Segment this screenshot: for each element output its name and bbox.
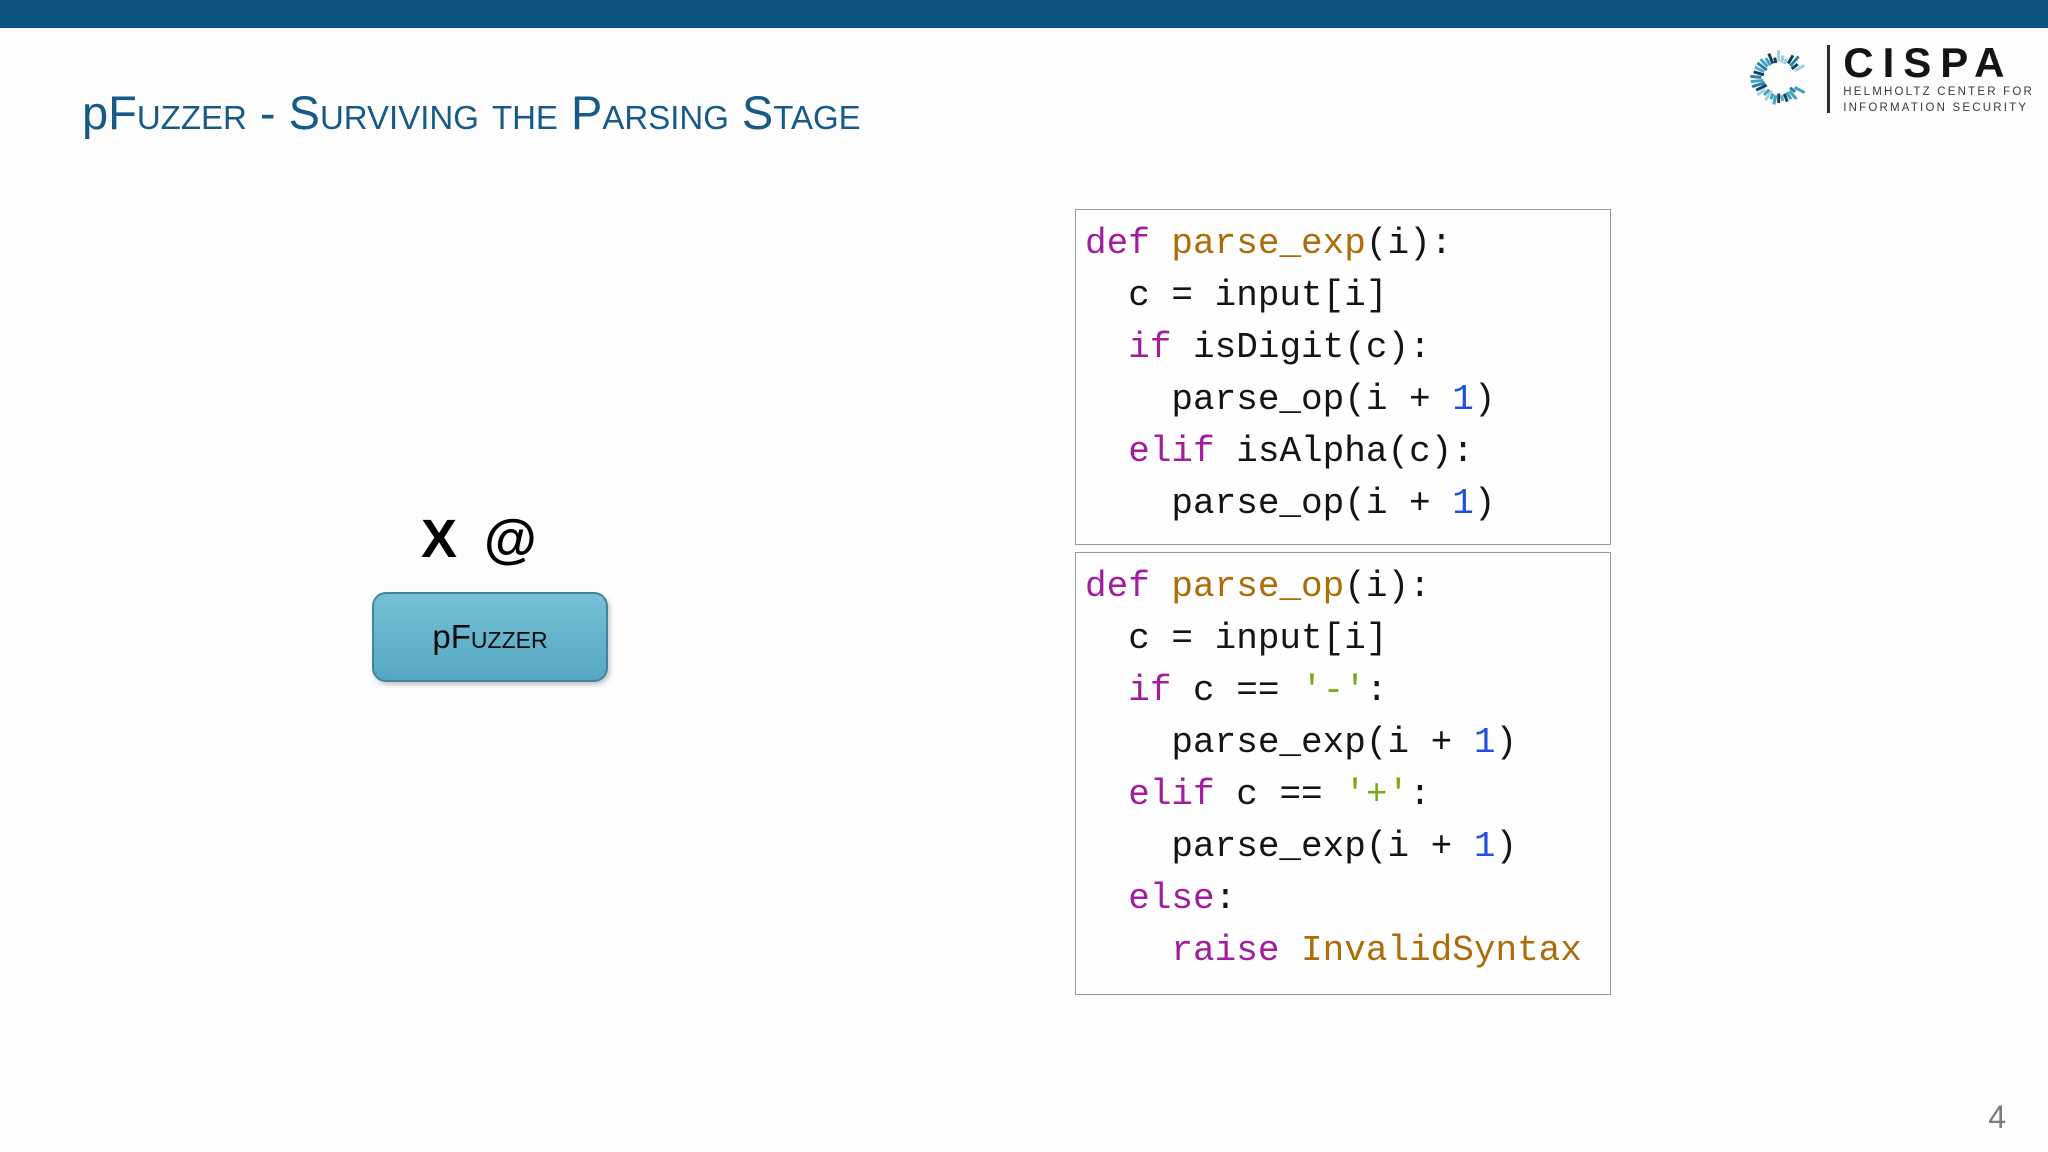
code-line: def parse_op(i): bbox=[1085, 566, 1431, 607]
code-line: raise InvalidSyntax bbox=[1171, 930, 1582, 971]
page-number: 4 bbox=[1988, 1099, 2006, 1135]
code-line: def parse_exp(i): bbox=[1085, 223, 1453, 264]
pfuzzer-box-label-prefix: p bbox=[432, 618, 451, 655]
fuzzer-input-text: X @ bbox=[421, 509, 543, 569]
page-title: pFuzzer - Surviving the Parsing Stage bbox=[82, 87, 861, 139]
code-line: elif isAlpha(c): bbox=[1128, 431, 1474, 472]
top-accent-bar bbox=[0, 0, 2048, 28]
cispa-logo: CISPA HELMHOLTZ CENTER FOR INFORMATION S… bbox=[1744, 42, 2034, 115]
code-box-parse-exp: def parse_exp(i): c = input[i] if isDigi… bbox=[1075, 209, 1611, 545]
code-line: parse_op(i + 1) bbox=[1085, 483, 1496, 524]
code-line: elif c == '+': bbox=[1128, 774, 1431, 815]
code-line: parse_op(i + 1) bbox=[1085, 379, 1496, 420]
code-line: parse_exp(i + 1) bbox=[1085, 722, 1518, 763]
page-title-smallcaps: Fuzzer - Surviving the Parsing Stage bbox=[108, 86, 861, 140]
code-line: c = input[i] bbox=[1085, 618, 1388, 659]
pfuzzer-box-label: Fuzzer bbox=[450, 618, 548, 655]
code-line: parse_exp(i + 1) bbox=[1085, 826, 1518, 867]
cispa-name: CISPA bbox=[1843, 39, 2014, 86]
cispa-wordmark: CISPA HELMHOLTZ CENTER FOR INFORMATION S… bbox=[1843, 42, 2034, 115]
page-title-prefix: p bbox=[82, 86, 109, 140]
code-line: else: bbox=[1128, 878, 1237, 919]
cispa-ring-icon bbox=[1750, 49, 1806, 105]
code-line: if isDigit(c): bbox=[1128, 327, 1431, 368]
cispa-subtitle-line1: HELMHOLTZ CENTER FOR bbox=[1843, 86, 2034, 98]
code-line: if c == '-': bbox=[1128, 670, 1388, 711]
code-line: c = input[i] bbox=[1085, 275, 1388, 316]
code-box-parse-op: def parse_op(i): c = input[i] if c == '-… bbox=[1075, 552, 1611, 995]
logo-divider bbox=[1827, 44, 1831, 113]
cispa-subtitle-line2: INFORMATION SECURITY bbox=[1843, 101, 2029, 114]
